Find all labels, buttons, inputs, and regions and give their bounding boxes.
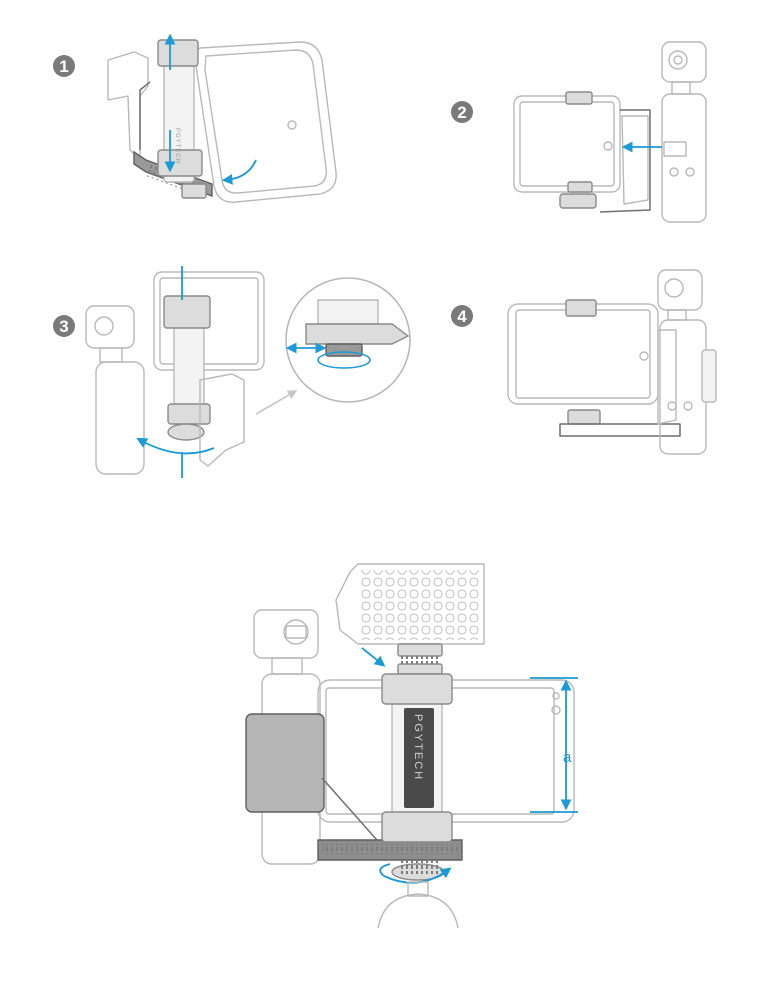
case-flap [199, 373, 245, 467]
case-flap [107, 51, 149, 161]
case-flap [701, 349, 717, 403]
gimbal-camera [85, 305, 145, 475]
gimbal-camera [657, 269, 707, 455]
step-3-badge: 3 [53, 315, 75, 337]
step-1-illustration: 1 PGYTECH [53, 33, 337, 203]
smartphone [153, 271, 265, 371]
smartphone [507, 303, 659, 405]
step-3-illustration: 3 [53, 266, 411, 478]
smartphone [194, 41, 337, 203]
bracket-frame [321, 777, 385, 849]
zoom-detail-view [285, 277, 411, 403]
bracket-frame [599, 109, 651, 213]
step-2-badge: 2 [451, 101, 473, 123]
step-2-illustration: 2 [451, 41, 707, 223]
dimension-label: a [563, 749, 572, 766]
brand-label: PGYTECH [412, 714, 424, 781]
rotate-arrow [136, 437, 215, 455]
svg-text:2: 2 [457, 103, 466, 122]
svg-text:1: 1 [59, 57, 68, 76]
svg-text:3: 3 [59, 317, 68, 336]
led-light [335, 563, 485, 675]
rotate-arrow [221, 159, 257, 185]
step-1-badge: 1 [53, 55, 75, 77]
pocket-case [245, 713, 325, 813]
svg-text:PGYTECH: PGYTECH [174, 128, 180, 164]
svg-text:4: 4 [457, 307, 467, 326]
phone-width-dimension: a [530, 677, 578, 813]
tripod-ball [377, 893, 459, 929]
step-4-illustration: 4 [451, 269, 717, 455]
lock-arrow [361, 647, 386, 667]
step-4-badge: 4 [451, 305, 473, 327]
full-assembly-illustration: PGYTECH a [245, 563, 578, 929]
gimbal-camera [661, 41, 707, 223]
